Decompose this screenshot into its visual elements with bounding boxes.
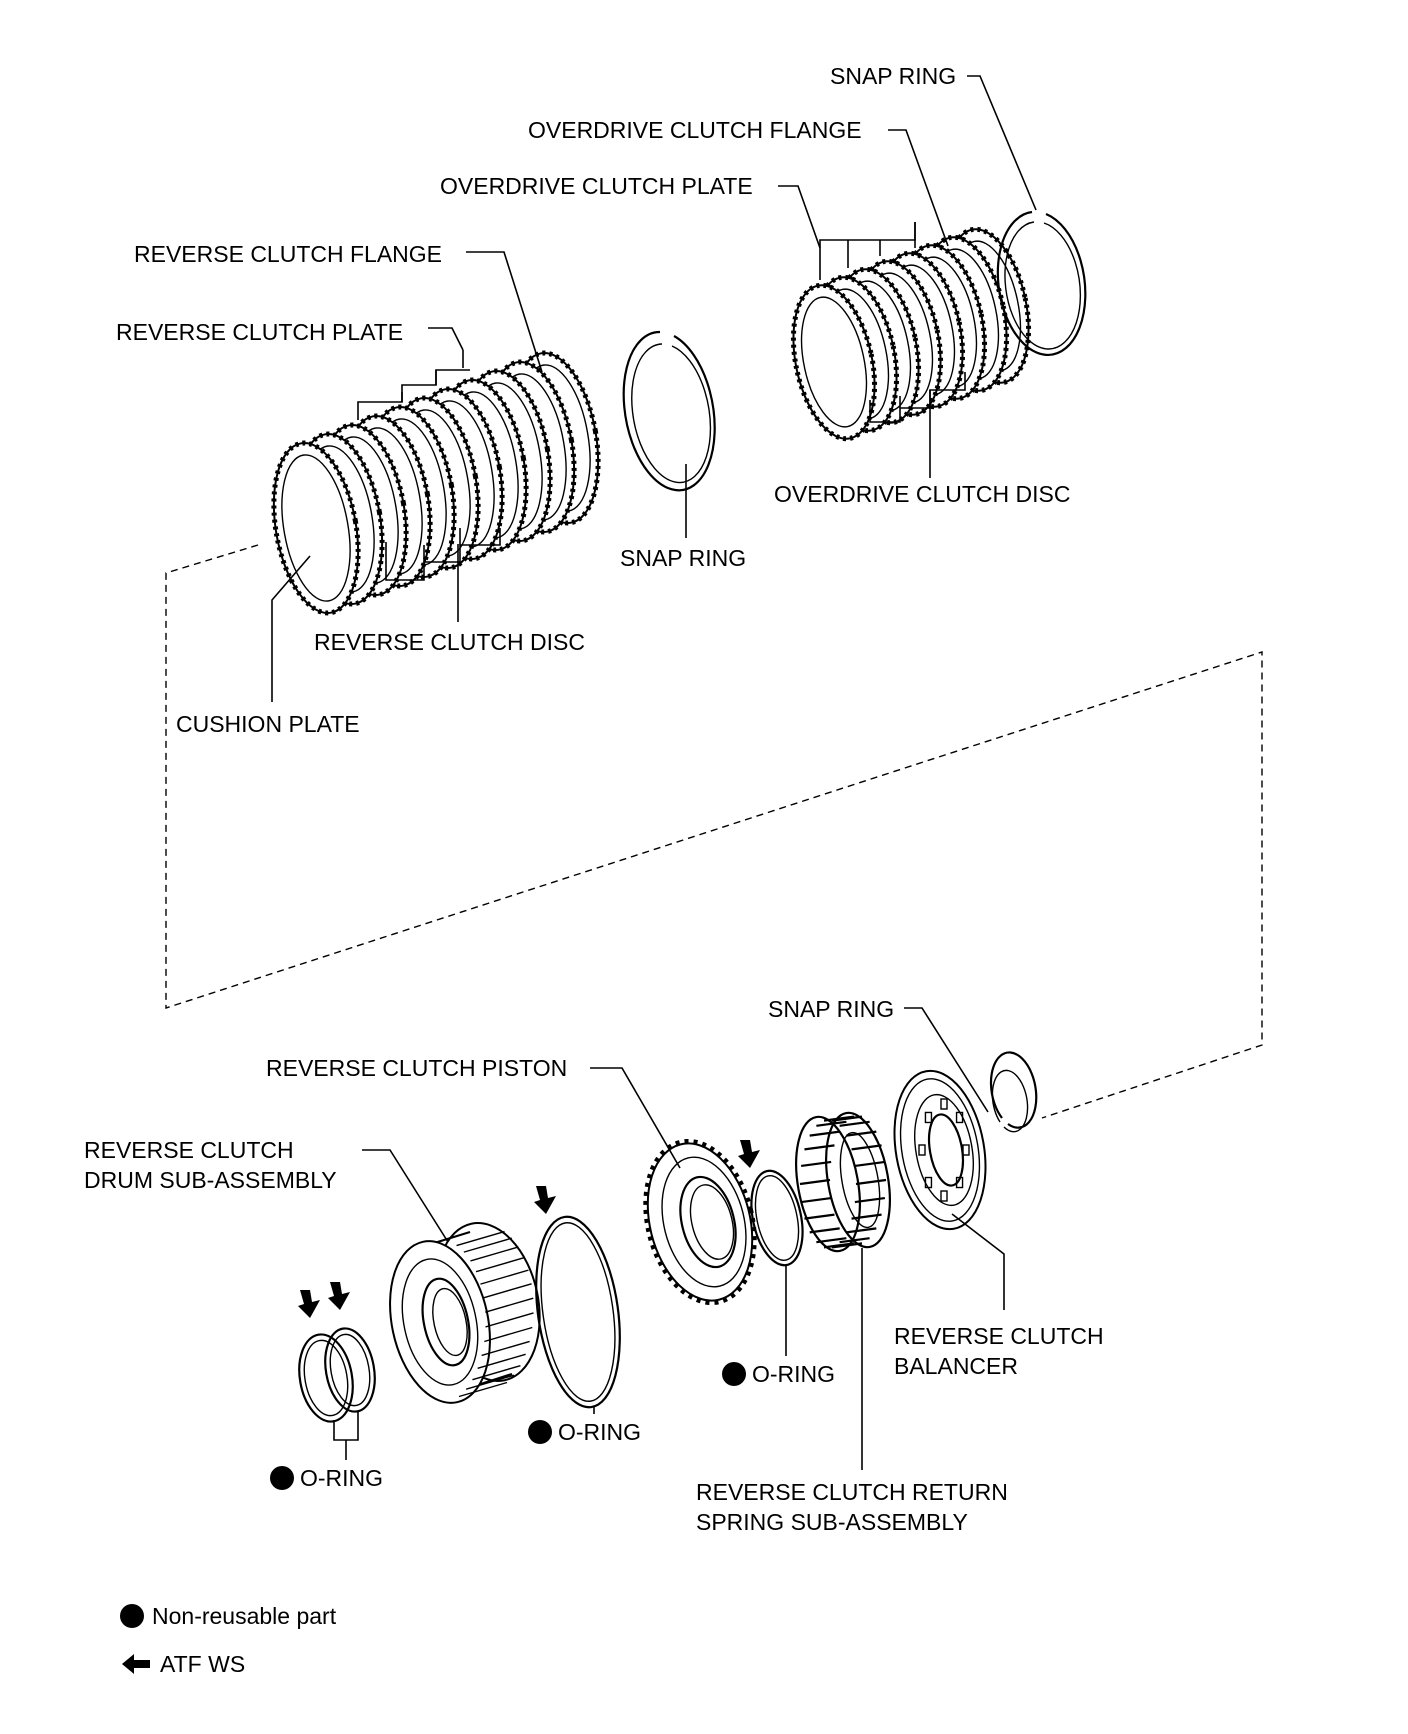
balancer-slot bbox=[962, 1144, 970, 1156]
drum-spline bbox=[470, 1246, 519, 1262]
label-drum-line1: REVERSE CLUTCH bbox=[84, 1137, 294, 1163]
label-overdrive-clutch-disc: OVERDRIVE CLUTCH DISC bbox=[774, 481, 1070, 507]
arrow-left-icon bbox=[122, 1654, 150, 1674]
cushion-plate bbox=[271, 440, 361, 616]
assembly-guide-dashed bbox=[165, 544, 1263, 1119]
label-balancer-line2: BALANCER bbox=[894, 1353, 1018, 1379]
reverse-clutch-balancer bbox=[893, 1069, 987, 1231]
return-spring-assembly bbox=[795, 1111, 891, 1253]
balancer-slot bbox=[940, 1190, 948, 1202]
spring-coil bbox=[800, 1196, 832, 1204]
legend-non-reusable: Non-reusable part bbox=[152, 1603, 337, 1629]
overdrive-clutch-pack bbox=[790, 226, 1032, 442]
drum-spline bbox=[458, 1381, 508, 1398]
o-ring-pair-left bbox=[298, 1327, 376, 1423]
drum-spline bbox=[481, 1340, 530, 1357]
spring-coil bbox=[846, 1130, 877, 1137]
drum-spline bbox=[472, 1364, 521, 1381]
drum-spline bbox=[483, 1283, 532, 1299]
balancer-slot bbox=[940, 1098, 948, 1110]
balancer-slot bbox=[955, 1176, 964, 1189]
piston-teeth-ring bbox=[643, 1138, 757, 1306]
reverse-clutch-piston bbox=[643, 1138, 757, 1306]
drum-spline bbox=[465, 1374, 515, 1390]
label-overdrive-clutch-plate: OVERDRIVE CLUTCH PLATE bbox=[440, 173, 753, 199]
drum-spline bbox=[485, 1297, 534, 1313]
label-return-spring-line1: REVERSE CLUTCH RETURN bbox=[696, 1479, 1008, 1505]
balancer-slot bbox=[924, 1111, 933, 1124]
drum-spline bbox=[484, 1326, 533, 1343]
label-snap-ring-bottom: SNAP RING bbox=[768, 996, 894, 1022]
leader-lines bbox=[271, 75, 1037, 1470]
label-o-ring-middle: O-RING bbox=[558, 1419, 641, 1445]
filled-circle-icon bbox=[120, 1604, 144, 1628]
spring-coil bbox=[800, 1160, 832, 1168]
snap-ring-middle bbox=[622, 330, 716, 492]
overdrive-clutch-brackets bbox=[819, 222, 966, 423]
label-balancer-line1: REVERSE CLUTCH bbox=[894, 1323, 1104, 1349]
spring-coil bbox=[809, 1227, 840, 1234]
spring-coil bbox=[854, 1196, 886, 1204]
label-reverse-clutch-flange: REVERSE CLUTCH FLANGE bbox=[134, 241, 442, 267]
reverse-clutch-brackets bbox=[357, 350, 501, 581]
balancer-slot bbox=[924, 1176, 933, 1189]
drum-spline bbox=[480, 1269, 529, 1285]
o-ring-large bbox=[535, 1215, 621, 1409]
spring-coil bbox=[855, 1178, 887, 1186]
spring-coil bbox=[854, 1160, 886, 1168]
drum-spline bbox=[485, 1312, 534, 1328]
non-reusable-marker-middle bbox=[528, 1420, 552, 1444]
o-ring-small bbox=[750, 1169, 804, 1267]
label-snap-ring-middle: SNAP RING bbox=[620, 545, 746, 571]
spring-coil bbox=[831, 1115, 863, 1122]
label-reverse-clutch-disc: REVERSE CLUTCH DISC bbox=[314, 629, 585, 655]
snap-ring-bottom bbox=[989, 1051, 1038, 1133]
spring-coil bbox=[839, 1120, 870, 1127]
atf-arrow-icons bbox=[298, 1140, 760, 1318]
spring-coil bbox=[816, 1237, 847, 1244]
spring-coil bbox=[851, 1144, 882, 1151]
drum-spline bbox=[456, 1230, 505, 1247]
legend-atf: ATF WS bbox=[160, 1651, 245, 1677]
drum-spline bbox=[463, 1237, 513, 1253]
drum-spline bbox=[477, 1353, 526, 1369]
spring-coil bbox=[816, 1120, 847, 1127]
spring-coil bbox=[804, 1213, 835, 1220]
spring-coil bbox=[799, 1178, 831, 1186]
balancer-slot bbox=[955, 1111, 964, 1124]
label-reverse-clutch-piston: REVERSE CLUTCH PISTON bbox=[266, 1055, 567, 1081]
balancer-slot bbox=[918, 1144, 926, 1156]
overdrive-plate-disc bbox=[790, 282, 878, 442]
legend: Non-reusable part ATF WS bbox=[120, 1603, 337, 1677]
label-reverse-clutch-plate: REVERSE CLUTCH PLATE bbox=[116, 319, 403, 345]
label-overdrive-clutch-flange: OVERDRIVE CLUTCH FLANGE bbox=[528, 117, 862, 143]
label-cushion-plate: CUSHION PLATE bbox=[176, 711, 360, 737]
reverse-clutch-drum bbox=[389, 1222, 541, 1404]
spring-coil bbox=[846, 1227, 877, 1234]
label-o-ring-right: O-RING bbox=[752, 1361, 835, 1387]
reverse-clutch-pack bbox=[271, 350, 601, 616]
label-snap-ring-top: SNAP RING bbox=[830, 63, 956, 89]
spring-coil bbox=[851, 1213, 882, 1220]
label-return-spring-line2: SPRING SUB-ASSEMBLY bbox=[696, 1509, 968, 1535]
spring-coil bbox=[809, 1130, 840, 1137]
label-o-ring-left: O-RING bbox=[300, 1465, 383, 1491]
spring-coil bbox=[839, 1237, 870, 1244]
drum-spline bbox=[475, 1257, 525, 1273]
non-reusable-marker-left bbox=[270, 1466, 294, 1490]
spring-coil bbox=[804, 1144, 835, 1151]
snap-ring-top-right bbox=[996, 210, 1087, 356]
part-labels: SNAP RING OVERDRIVE CLUTCH FLANGE OVERDR… bbox=[84, 63, 1104, 1535]
spring-coil bbox=[823, 1242, 855, 1249]
label-drum-line2: DRUM SUB-ASSEMBLY bbox=[84, 1167, 337, 1193]
non-reusable-marker-right bbox=[722, 1362, 746, 1386]
